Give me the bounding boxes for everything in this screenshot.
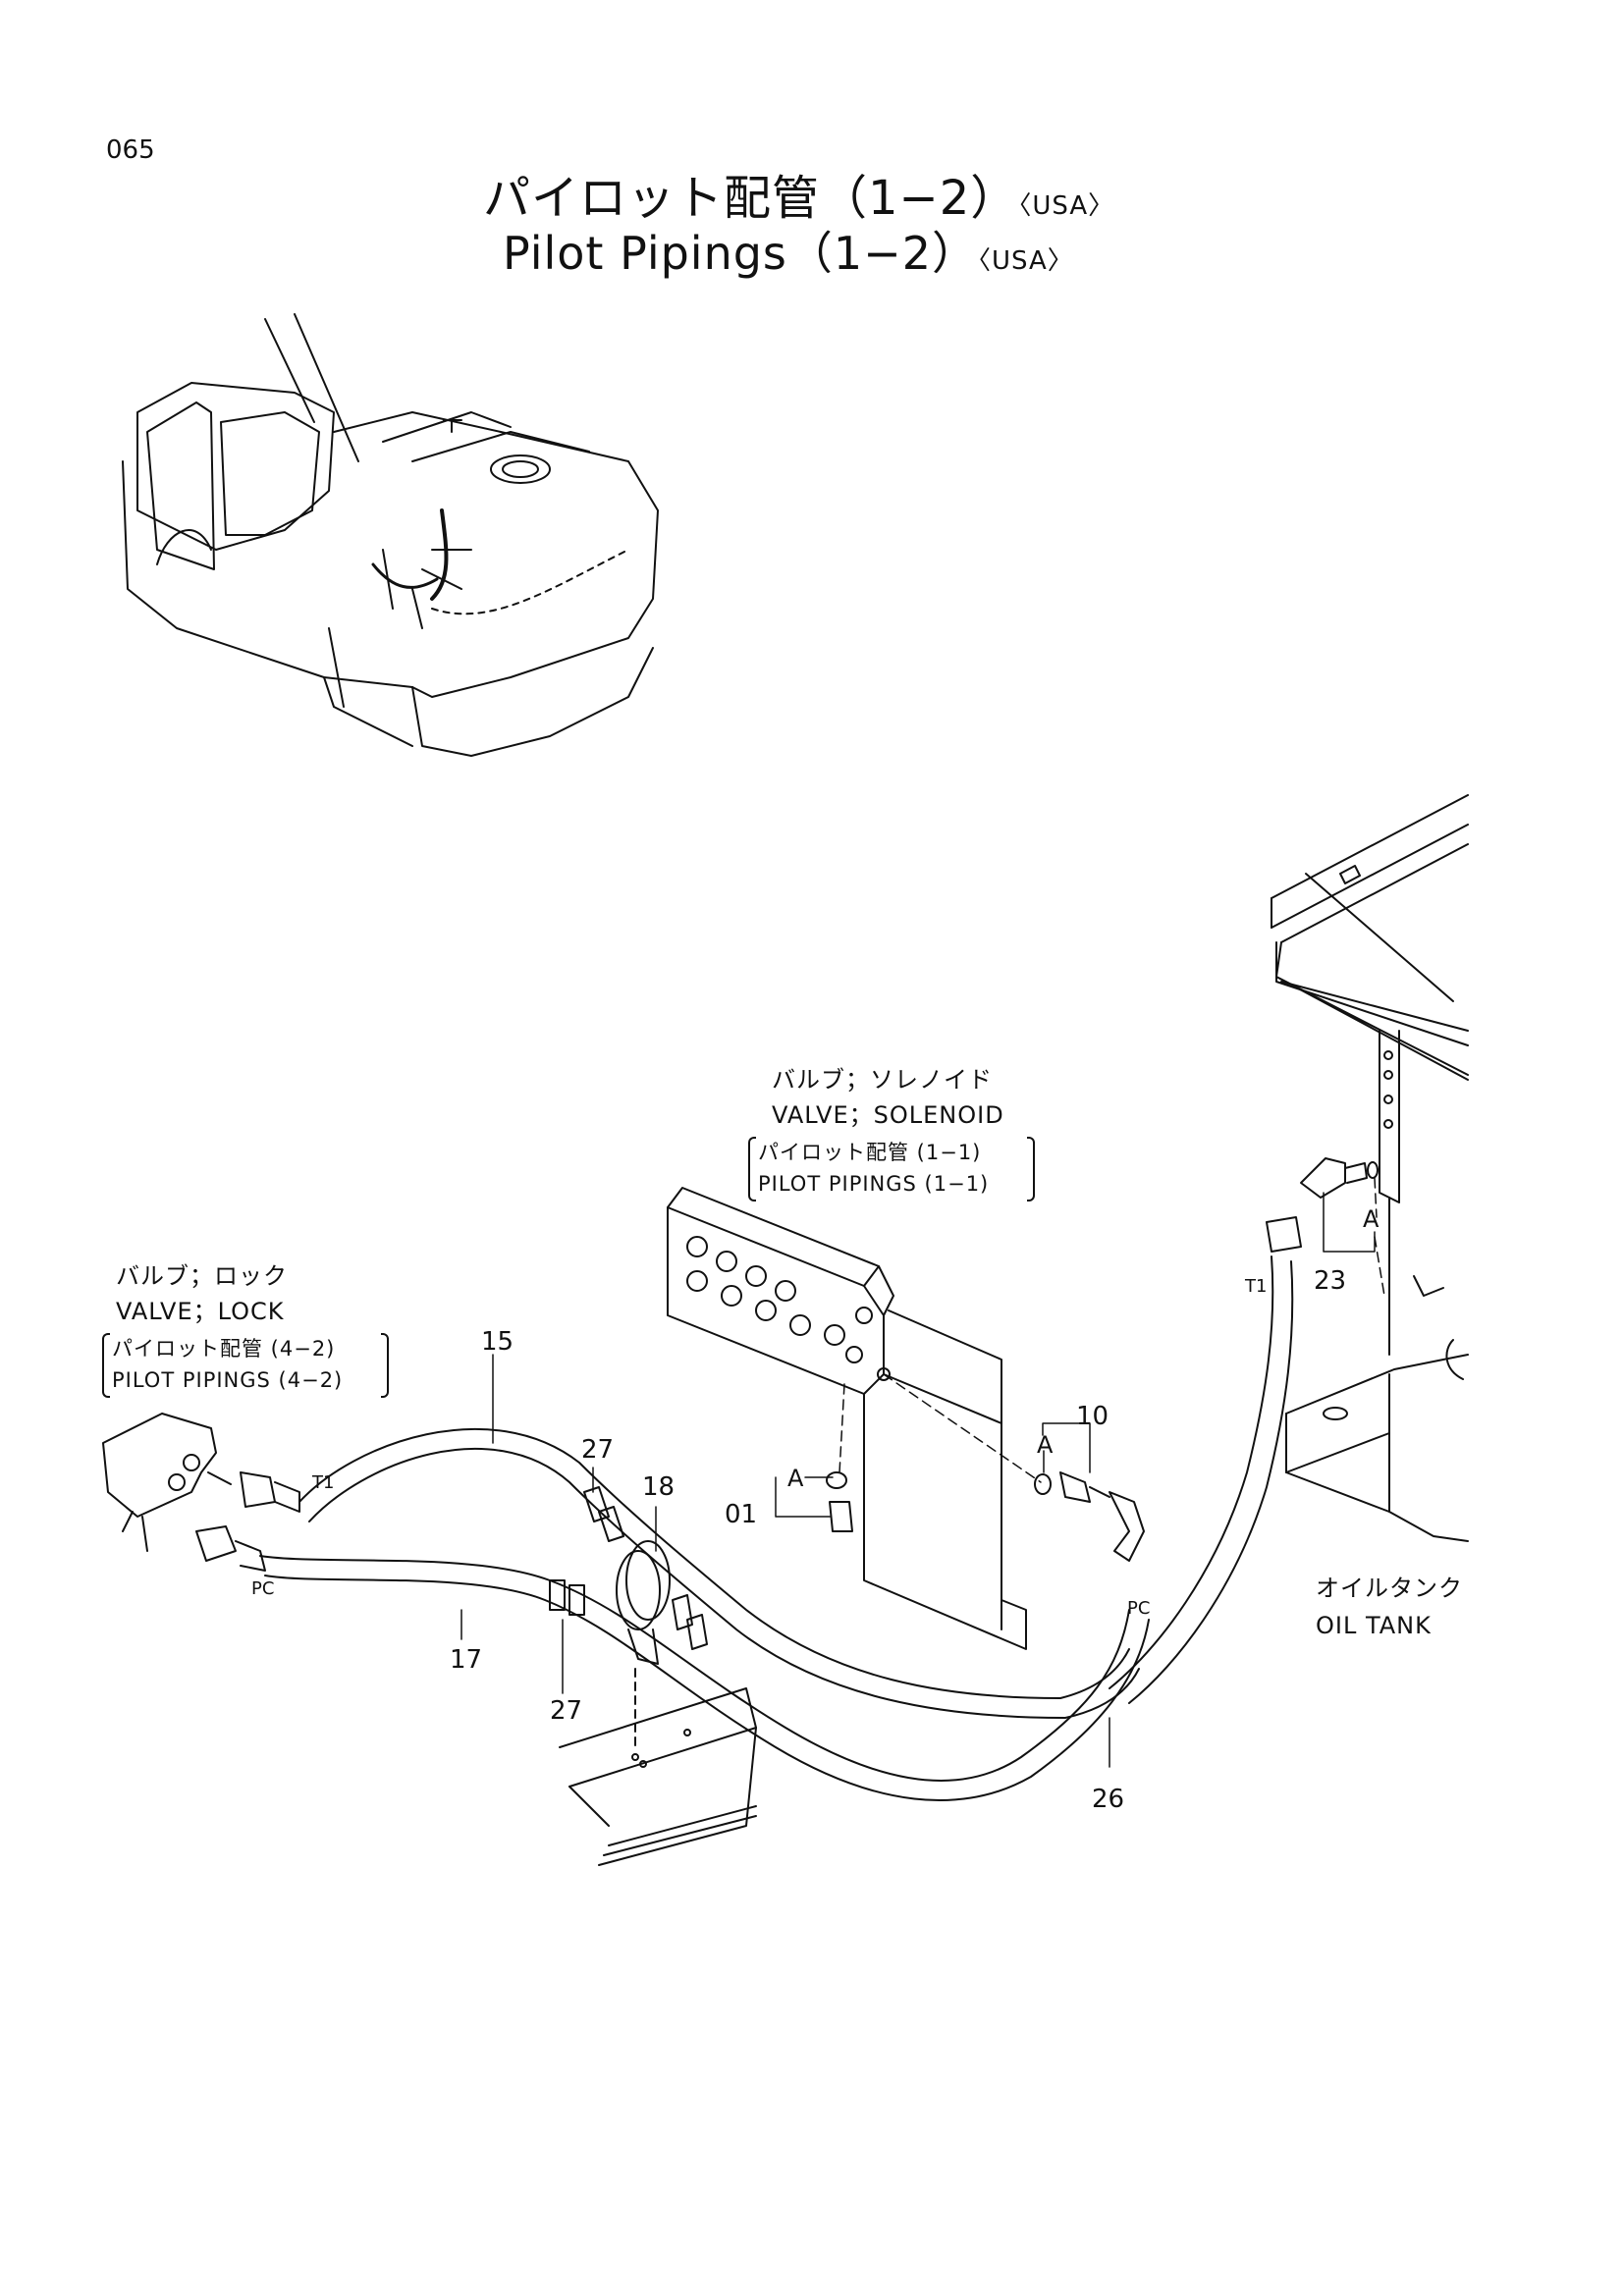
solenoid-ref-ja: パイロット配管 (1−1) [758, 1141, 982, 1164]
part-number-27: 27 [550, 1696, 583, 1726]
part-number-10: 10 [1076, 1402, 1109, 1431]
page-title-japanese: パイロット配管（1−2）〈USA〉 [483, 159, 1114, 228]
lock-valve-label-en: VALVE；LOCK [116, 1298, 285, 1325]
oil-tank-label-ja: オイルタンク [1316, 1575, 1463, 1602]
port-label-a: A [1363, 1205, 1380, 1233]
lock-ref-ja: パイロット配管 (4−2) [112, 1337, 336, 1361]
lower-rail-structure [559, 1687, 757, 1866]
part-number-15: 15 [481, 1327, 514, 1357]
elbow-23 [1266, 1157, 1379, 1253]
part-number-17: 17 [450, 1645, 483, 1675]
part-number-27: 27 [581, 1435, 615, 1465]
title-ja-text: パイロット配管（1−2） [483, 171, 1019, 226]
port-label-pc: PC [1127, 1598, 1151, 1619]
fittings-27 [549, 1486, 708, 1650]
leader-lines [460, 1192, 1376, 1768]
port-label-t1: T1 [312, 1472, 335, 1493]
region-tag: 〈USA〉 [977, 246, 1074, 276]
part-number-01: 01 [725, 1500, 758, 1529]
page-title-english: Pilot Pipings（1−2）〈USA〉 [503, 218, 1074, 283]
solenoid-valve-block [667, 1187, 894, 1395]
bracket-left [102, 1333, 110, 1398]
lock-valve [102, 1413, 232, 1552]
dashed-guide-lines [839, 1177, 1385, 1483]
lock-ref-en: PILOT PIPINGS (4−2) [112, 1368, 344, 1392]
solenoid-ref-en: PILOT PIPINGS (1−1) [758, 1172, 990, 1196]
port-label-a: A [1037, 1431, 1054, 1459]
region-tag: 〈USA〉 [1018, 191, 1115, 221]
bracket-left [748, 1137, 756, 1201]
upper-frame-structure [1271, 794, 1469, 1203]
lock-valve-fittings [195, 1471, 300, 1572]
hose-17 [259, 1555, 1150, 1801]
solenoid-valve-label-ja: バルブ；ソレノイド [772, 1066, 993, 1094]
clamp-18 [616, 1540, 671, 1748]
port-label-pc: PC [251, 1578, 275, 1599]
solenoid-valve-label-en: VALVE；SOLENOID [772, 1101, 1004, 1129]
hose-15 [298, 1427, 1140, 1719]
port-label-a: A [787, 1465, 804, 1492]
excavator-overview-illustration [122, 313, 659, 757]
title-en-text: Pilot Pipings（1−2） [503, 227, 978, 280]
part-number-18: 18 [642, 1472, 676, 1502]
lock-valve-label-ja: バルブ；ロック [116, 1262, 288, 1290]
page-number: 065 [106, 135, 155, 165]
port-label-t1: T1 [1245, 1276, 1268, 1297]
bracket-right [381, 1333, 389, 1398]
oil-tank-label-en: OIL TANK [1316, 1612, 1432, 1639]
adapter-10 [1034, 1471, 1145, 1562]
part-number-23: 23 [1314, 1266, 1347, 1296]
bracket-right [1027, 1137, 1035, 1201]
hose-26 [1109, 1255, 1294, 1704]
lower-frame-structure [1285, 1197, 1469, 1542]
mounting-bracket [863, 1309, 1027, 1650]
part-number-26: 26 [1092, 1785, 1125, 1814]
adapter-01 [826, 1471, 853, 1532]
